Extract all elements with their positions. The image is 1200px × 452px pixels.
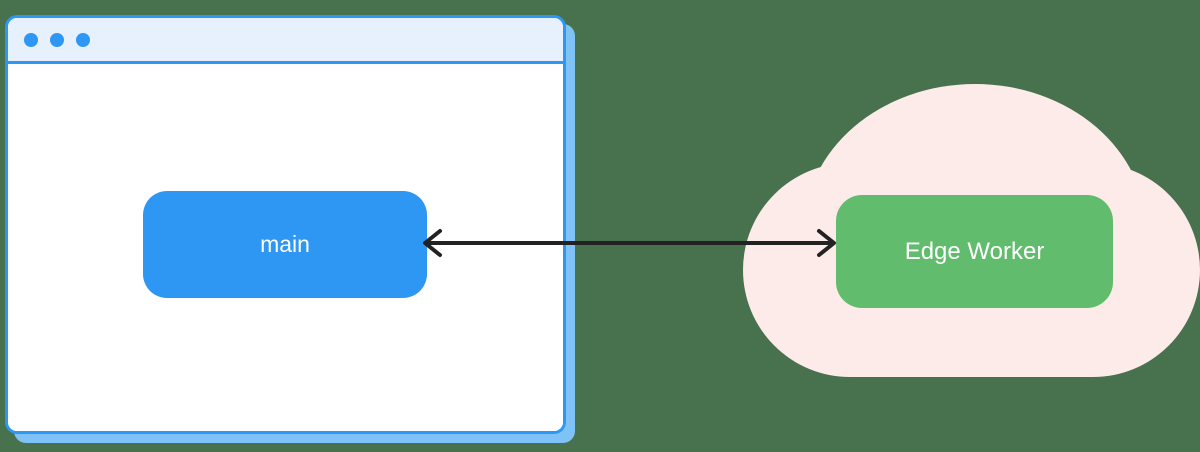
window-control-dot-icon	[24, 32, 38, 47]
node-main: main	[143, 191, 427, 298]
arrow-head-left	[423, 229, 442, 257]
node-main-label: main	[260, 231, 310, 257]
node-edge-worker-label: Edge Worker	[904, 237, 1045, 265]
window-control-dot-icon	[76, 32, 90, 47]
arrow-head-right	[817, 229, 836, 257]
node-edge-worker: Edge Worker	[836, 195, 1113, 308]
browser-titlebar	[8, 18, 563, 64]
window-control-dot-icon	[50, 32, 64, 47]
